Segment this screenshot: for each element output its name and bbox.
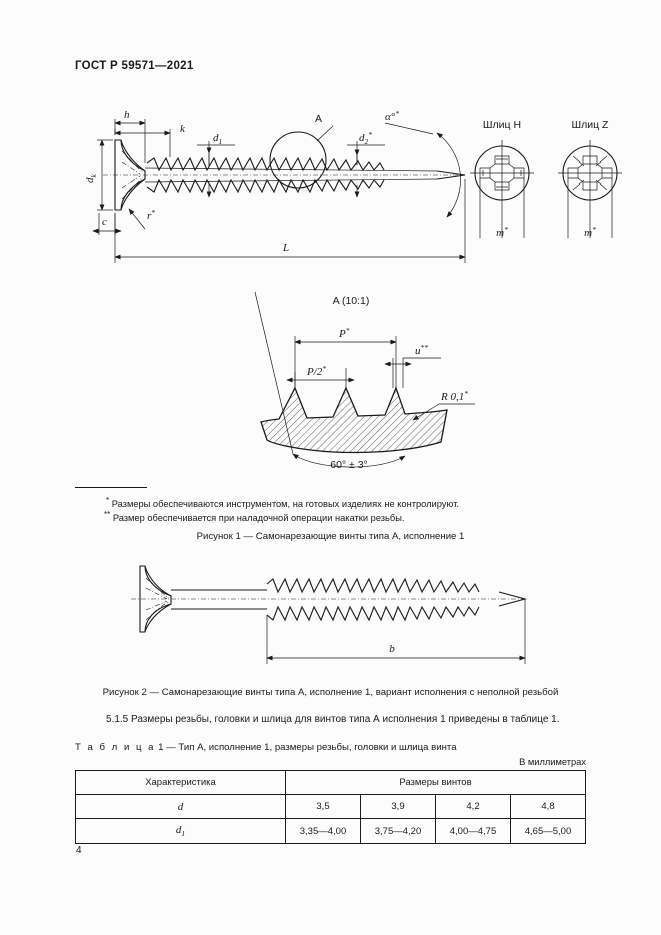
figure-1-caption: Рисунок 1 — Самонарезающие винты типа А,… [196,531,465,542]
svg-text:60° ± 3°: 60° ± 3° [330,459,368,471]
screw2-thread-body [266,577,528,622]
figure-2-screw-drawing: b [95,552,565,672]
clause-5-1-5-text: 5.1.5 Размеры резьбы, головки и шлица дл… [106,714,560,725]
table-row: d 3,5 3,9 4,2 4,8 [75,794,586,819]
table-1-title-word: Т а б л и ц а [75,742,156,753]
screw2-head-profile [139,565,172,633]
svg-text:b: b [389,643,395,655]
figure-2-caption: Рисунок 2 — Самонарезающие винты типа А,… [102,687,559,698]
svg-text:m*: m* [584,225,596,239]
svg-text:P/2*: P/2* [306,364,326,378]
dimension-P: P* [294,326,397,388]
footnote-1: * Размеры обеспечиваются инструментом, н… [106,494,459,511]
dimension-alpha-angle: α°* [384,109,461,218]
table-row-0-cell-0: 3,5 [285,794,361,819]
table-row-1-cell-1: 3,75—4,20 [360,817,436,845]
svg-text:k: k [180,123,186,135]
svg-text:r*: r* [147,208,155,222]
dimension-thread-angle: 60° ± 3° [254,291,406,471]
screw-head-profile [114,139,146,211]
dimension-c: c [92,213,122,235]
dimension-dk: dk [84,139,113,211]
table-row-0-cell-1: 3,9 [360,794,436,819]
table-1-screw-dimensions: Характеристика Размеры винтов d 3,5 3,9 … [75,770,586,845]
slot-type-z-drawing: Шлиц Z m* [550,118,630,243]
row-1-symbol: d1 [175,824,186,839]
svg-text:A: A [315,113,322,125]
dimension-L: L [114,179,466,263]
row-0-symbol: d [177,800,184,813]
table-row-0-cell-3: 4,8 [510,794,586,819]
dimension-u: u** [384,343,441,388]
table-row-0-label: d [75,794,286,819]
table-row: d1 3,35—4,00 3,75—4,20 4,00—4,75 4,65—5,… [75,817,586,845]
svg-text:u**: u** [415,343,428,357]
table-header-row: Характеристика Размеры винтов [75,770,586,795]
table-row-0-cell-2: 4,2 [435,794,511,819]
table-1-title: Т а б л и ц а 1 — Тип А, исполнение 1, р… [75,742,457,753]
slot-h-title-text: Шлиц H [483,119,521,131]
screw2-smooth-shank [171,589,267,610]
detail-a-thread-profile: A (10:1) P* P/2* u** [254,291,485,482]
phillips-cross-recess [479,155,525,191]
slot-type-h-drawing: Шлиц H m* [462,118,542,243]
table-units-note: В миллиметрах [519,757,586,767]
svg-text:d1: d1 [213,132,222,146]
table-row-1-cell-3: 4,65—5,00 [510,817,586,845]
footnote-2: ** Размер обеспечивается при наладочной … [104,508,404,525]
table-row-1-cell-0: 3,35—4,00 [285,817,361,845]
footnote-2-mark: ** [104,510,111,519]
thread-profile-teeth [260,386,448,454]
slot-z-title-text: Шлиц Z [572,119,610,131]
dimension-P-half: P/2* [286,364,355,388]
dimension-h: h [114,109,146,163]
document-standard-header: ГОСТ Р 59571—2021 [75,60,194,72]
svg-text:c: c [102,216,107,228]
radius-r-leader: r* [128,208,155,230]
dimension-b: b [266,599,526,664]
footnote-1-mark: * [106,496,110,505]
radius-R-leader: R 0,1* [412,389,475,421]
detail-callout-A: A [269,113,334,189]
figure-1-screw-drawing: h k d1 d2* [84,105,585,275]
footnote-1-text: Размеры обеспечиваются инструментом, на … [111,499,460,510]
detail-a-title-text: A (10:1) [333,295,370,307]
footnote-separator-rule [75,487,147,488]
svg-text:α°*: α°* [385,109,399,123]
svg-text:m*: m* [496,225,508,239]
footnote-2-text: Размер обеспечивается при наладочной опе… [112,513,405,524]
svg-text:L: L [282,242,289,254]
table-header-characteristic: Характеристика [75,770,286,795]
svg-text:d2*: d2* [359,130,372,146]
dimension-k: k [114,123,186,157]
svg-text:R 0,1*: R 0,1* [440,389,468,403]
table-1-title-rest: 1 — Тип А, исполнение 1, размеры резьбы,… [158,742,457,753]
pozidriv-cross-recess [567,155,613,191]
svg-text:P*: P* [338,326,350,340]
table-header-sizes: Размеры винтов [285,770,586,795]
table-row-1-cell-2: 4,00—4,75 [435,817,511,845]
svg-text:dk: dk [84,174,98,184]
page-number: 4 [76,845,82,856]
dimension-d1: d1 [197,132,235,198]
svg-text:h: h [124,109,130,121]
table-row-1-label: d1 [75,817,286,845]
